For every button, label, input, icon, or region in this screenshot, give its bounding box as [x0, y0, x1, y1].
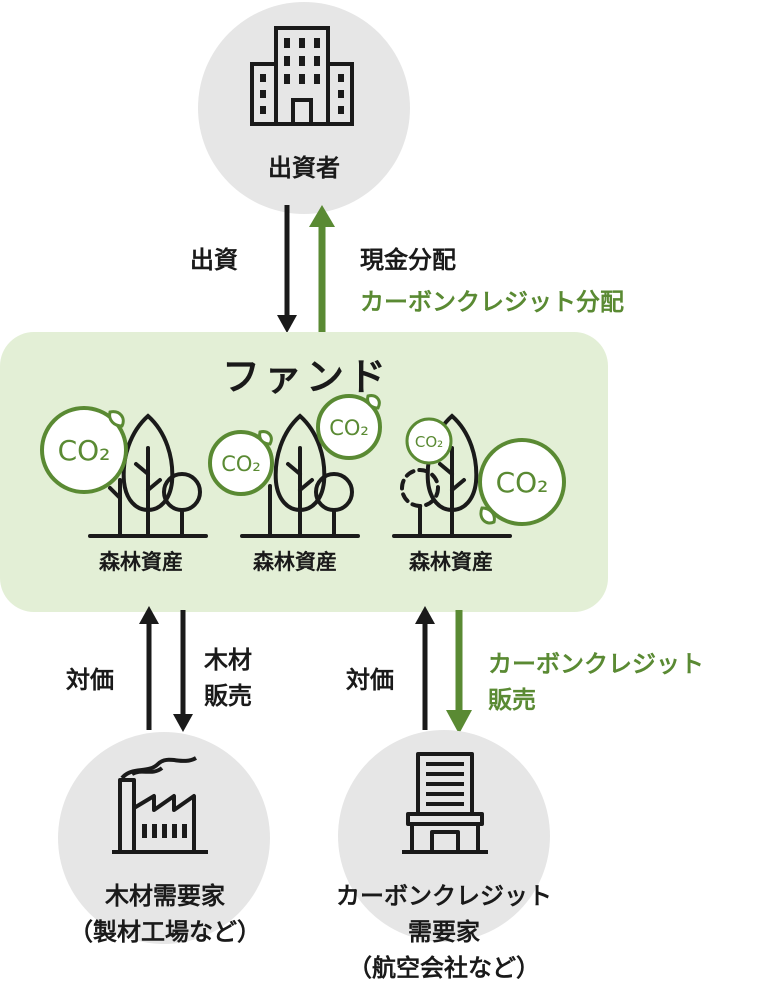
co2-bubble-icon: CO₂: [208, 430, 274, 496]
svg-text:CO₂: CO₂: [496, 466, 549, 499]
forest-icon: [240, 413, 360, 538]
investor-label: 出資者: [268, 154, 340, 182]
credit-payment-arrow: [415, 606, 435, 730]
co2-bubble-icon: CO₂: [316, 394, 382, 460]
credit-buyer-name-1: カーボンクレジット: [336, 882, 552, 910]
credit-sale-label-2: 販売: [488, 686, 536, 714]
timber-buyer-name: 木材需要家: [105, 882, 225, 910]
credit-payment-label: 対価: [346, 666, 394, 694]
forest-asset-label: 森林資産: [253, 550, 337, 574]
svg-text:CO₂: CO₂: [58, 434, 111, 467]
distribution-arrow: [309, 205, 335, 335]
timber-sale-arrow: [173, 610, 193, 732]
forest-asset-label: 森林資産: [409, 550, 493, 574]
fund-title: ファンド: [222, 355, 391, 399]
forest-icon: [88, 413, 208, 538]
timber-buyer-example: （製材工場など）: [69, 918, 261, 946]
svg-text:CO₂: CO₂: [221, 452, 261, 476]
office-tower-icon: [402, 752, 488, 854]
office-building-icon: [250, 26, 354, 126]
timber-sale-label-2: 販売: [204, 682, 252, 710]
credit-buyer-example: （航空会社など）: [348, 954, 540, 982]
credit-buyer-name-2: 需要家: [408, 918, 480, 946]
credit-sale-label-1: カーボンクレジット: [488, 650, 704, 678]
credit-sale-arrow: [446, 610, 472, 734]
forest-icon: [392, 413, 512, 538]
invest-arrow: [277, 205, 297, 333]
timber-payment-arrow: [139, 606, 159, 730]
svg-text:CO₂: CO₂: [329, 416, 369, 440]
timber-payment-label: 対価: [66, 666, 114, 694]
co2-bubble-icon: CO₂: [405, 417, 453, 465]
factory-icon: [112, 756, 208, 854]
timber-sale-label-1: 木材: [204, 646, 252, 674]
invest-label: 出資: [190, 246, 238, 274]
co2-bubble-icon: CO₂: [478, 438, 566, 526]
investor-node: [198, 2, 410, 214]
forest-asset-label: 森林資産: [99, 550, 183, 574]
co2-bubble-icon: CO₂: [40, 406, 128, 494]
credit-distribution-label: カーボンクレジット分配: [360, 288, 624, 316]
svg-text:CO₂: CO₂: [415, 433, 443, 451]
cash-distribution-label: 現金分配: [360, 246, 456, 274]
